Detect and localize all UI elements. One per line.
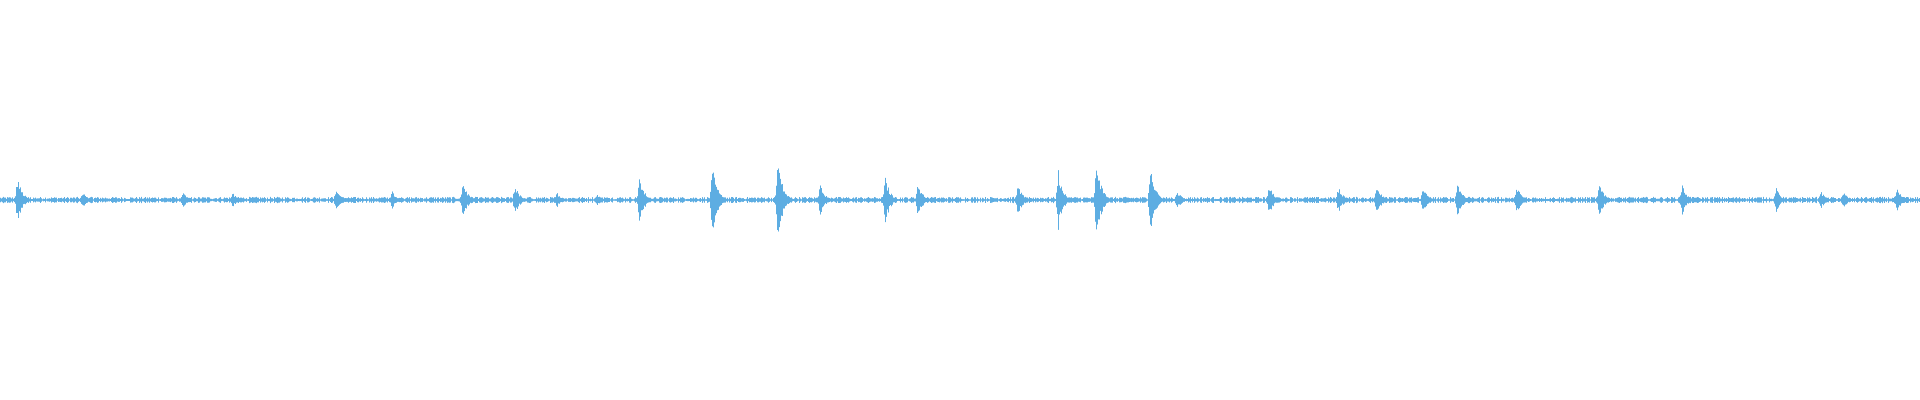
waveform-bars [0, 168, 1920, 232]
waveform-samples [0, 168, 1920, 232]
